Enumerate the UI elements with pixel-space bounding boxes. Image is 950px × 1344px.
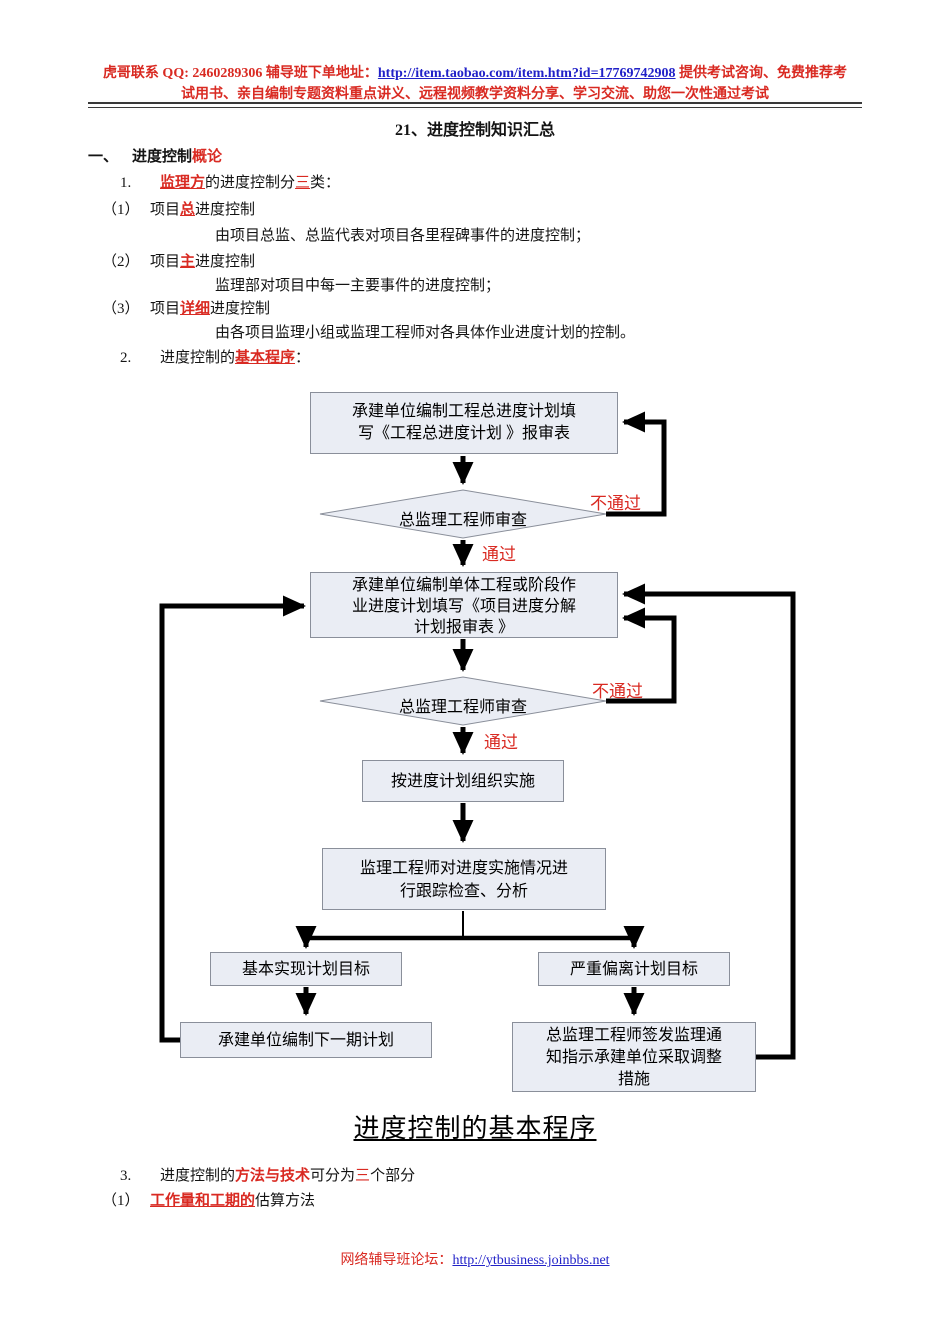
sub-1-pre: 项目	[150, 202, 181, 218]
flow-node-goal-deviated: 严重偏离计划目标	[538, 952, 730, 986]
section-1-label-highlight: 概论	[192, 149, 223, 165]
item-1-number: 1.	[120, 175, 132, 191]
flow-node-next-plan: 承建单位编制下一期计划	[180, 1022, 432, 1058]
item-3-highlight-2: 三	[355, 1168, 371, 1184]
item-2-tail: ：	[295, 350, 311, 366]
sub-item-3-1: （1） 工作量和工期的估算方法	[102, 1189, 315, 1210]
flow-decision2-label: 总监理工程师审查	[398, 699, 527, 716]
flow-node-track-check: 监理工程师对进度实施情况进 行跟踪检查、分析	[322, 848, 606, 910]
item-1-highlight-2: 三	[295, 175, 311, 191]
header-rule	[88, 102, 862, 108]
taobao-order-link[interactable]: http://item.taobao.com/item.htm?id=17769…	[377, 66, 676, 81]
sub-2-description: 监理部对项目中每一主要事件的进度控制；	[215, 278, 501, 294]
sub-1-highlight: 总	[180, 202, 196, 218]
sub-1-description: 由项目总监、总监代表对项目各里程碑事件的进度控制；	[215, 228, 591, 244]
sub-3-1-highlight: 工作量和工期的	[150, 1193, 256, 1209]
sub-3-1-post: 估算方法	[255, 1193, 316, 1209]
flow-node-breakdown-plan: 承建单位编制单体工程或阶段作 业进度计划填写《项目进度分解 计划报审表 》	[310, 572, 618, 638]
list-item-1: 1. 监理方的进度控制分三类：	[120, 171, 340, 192]
flow-label-pass-1: 通过	[482, 545, 516, 564]
sub-1-number: （1）	[102, 202, 140, 218]
item-3-tail: 个部分	[370, 1168, 416, 1184]
flow-node-supervision-notice: 总监理工程师签发监理通 知指示承建单位采取调整 措施	[512, 1022, 756, 1092]
flow-node-goal-achieved: 基本实现计划目标	[210, 952, 402, 986]
item-1-text: 的进度控制分	[205, 175, 296, 191]
flow-decision1-label: 总监理工程师审查	[398, 512, 527, 529]
sub-3-number: （3）	[102, 301, 140, 317]
sub-3-pre: 项目	[150, 301, 181, 317]
header-services-text: 提供考试咨询、免费推荐考	[675, 66, 848, 81]
footer-forum-label: 网络辅导班论坛：	[340, 1253, 453, 1268]
header-contact-text: 虎哥联系 QQ: 2460289306 辅导班下单地址：	[102, 66, 378, 81]
sub-1-post: 进度控制	[195, 202, 256, 218]
sub-2-post: 进度控制	[195, 254, 256, 270]
item-3-highlight-1: 方法与技术	[235, 1168, 311, 1184]
sub-3-1-number: （1）	[102, 1193, 140, 1209]
flow-label-fail-1: 不通过	[590, 494, 641, 513]
list-item-3: 3. 进度控制的方法与技术可分为三个部分	[120, 1164, 415, 1185]
sub-3-description: 由各项目监理小组或监理工程师对各具体作业进度计划的控制。	[215, 325, 636, 341]
item-3-number: 3.	[120, 1168, 132, 1184]
sub-item-3: （3） 项目详细进度控制	[102, 297, 270, 318]
sub-item-1: （1） 项目总进度控制	[102, 198, 255, 219]
sub-3-post: 进度控制	[210, 301, 271, 317]
loop-notice-return	[621, 583, 796, 1060]
page-footer: 网络辅导班论坛：http://ytbusiness.joinbbs.net	[0, 1249, 950, 1269]
item-3-mid: 可分为	[310, 1168, 356, 1184]
flow-node-master-plan: 承建单位编制工程总进度计划填 写《工程总进度计划 》报审表	[310, 392, 618, 454]
item-2-text: 进度控制的	[160, 350, 236, 366]
item-3-text: 进度控制的	[160, 1168, 236, 1184]
sub-2-pre: 项目	[150, 254, 181, 270]
flow-label-pass-2: 通过	[484, 733, 518, 752]
page-title: 21、进度控制知识汇总	[394, 122, 555, 139]
header-line2: 试用书、亲自编制专题资料重点讲义、远程视频教学资料分享、学习交流、助您一次性通过…	[181, 87, 769, 102]
section-1-label: 进度控制	[132, 149, 193, 165]
list-item-2: 2. 进度控制的基本程序：	[120, 346, 310, 367]
sub-2-highlight: 主	[180, 254, 196, 270]
header-line1: 虎哥联系 QQ: 2460289306 辅导班下单地址：http://item.…	[0, 62, 950, 82]
item-2-highlight: 基本程序	[235, 350, 296, 366]
section-1-number: 一、	[88, 149, 119, 165]
item-1-highlight-1: 监理方	[160, 175, 206, 191]
flowchart-caption: 进度控制的基本程序	[353, 1114, 597, 1143]
section-1-heading: 一、进度控制概论	[88, 145, 222, 166]
sub-2-number: （2）	[102, 254, 140, 270]
flow-node-implement: 按进度计划组织实施	[362, 760, 564, 802]
item-2-number: 2.	[120, 350, 132, 366]
item-1-tail: 类：	[310, 175, 341, 191]
sub-3-highlight: 详细	[180, 301, 211, 317]
forum-link[interactable]: http://ytbusiness.joinbbs.net	[452, 1253, 610, 1268]
flow-label-fail-2: 不通过	[592, 682, 643, 701]
sub-item-2: （2） 项目主进度控制	[102, 250, 255, 271]
